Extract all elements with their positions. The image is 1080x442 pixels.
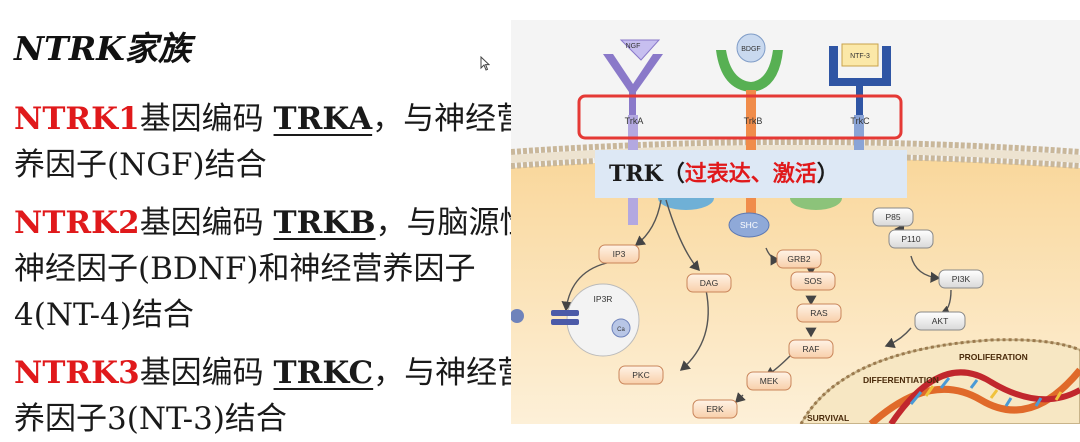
node-akt xyxy=(914,311,966,331)
signaling-pathway-diagram: NGF BDGF NTF-3 TrkA TrkB TrkC TRK（过表达、激活… xyxy=(511,20,1080,424)
item-line: NTRK2基因编码 TRKB，与脑源性 xyxy=(14,200,531,246)
node-pkc xyxy=(618,365,664,385)
gene-name: NTRK1 xyxy=(14,101,140,137)
node-sos xyxy=(790,271,836,291)
gene-name: NTRK3 xyxy=(14,355,140,391)
ligand-label: NGF xyxy=(626,43,641,50)
slide-title: NTRK家族 xyxy=(14,29,191,68)
node-ip3 xyxy=(598,244,640,264)
node-pi3k xyxy=(938,269,984,289)
item-text: 基因编码 xyxy=(139,101,274,137)
node-p110 xyxy=(888,229,934,249)
pathway-nodes: SHC P85 P110 IP3 GRB2 DAG SOS PI3K RAS I… xyxy=(511,207,984,419)
outcome-label: SURVIVAL xyxy=(807,413,849,423)
protein-name: TRKB xyxy=(273,205,376,241)
outcome-label: PROLIFERATION xyxy=(959,352,1028,362)
ligand-label: BDGF xyxy=(741,46,760,53)
item-text: ，与脑源性 xyxy=(375,205,531,241)
svg-text:P85: P85 xyxy=(885,212,900,222)
receptor-label: TrkC xyxy=(850,116,870,126)
trk-banner xyxy=(595,150,907,198)
svg-text:PI3K: PI3K xyxy=(952,274,971,284)
item-line: NTRK1基因编码 TRKA，与神经营 xyxy=(14,96,527,142)
pathway-figure: NGF BDGF NTF-3 TrkA TrkB TrkC TRK（过表达、激活… xyxy=(511,20,1080,424)
item-text: ，与神经营 xyxy=(373,355,529,391)
item-text: 基因编码 xyxy=(139,355,274,391)
svg-text:AKT: AKT xyxy=(932,316,949,326)
outcome-label: DIFFERENTIATION xyxy=(863,375,939,385)
ligand-label: NTF-3 xyxy=(850,53,870,60)
item-ntrk1: NTRK1基因编码 TRKA，与神经营 养因子(NGF)结合 xyxy=(14,96,527,188)
item-ntrk3: NTRK3基因编码 TRKC，与神经营 养因子3(NT-3)结合 xyxy=(14,350,528,442)
svg-text:DAG: DAG xyxy=(700,278,718,288)
receptor-highlight-box xyxy=(577,94,903,140)
svg-text:P110: P110 xyxy=(901,234,920,244)
svg-text:ERK: ERK xyxy=(706,404,724,414)
text-panel: NTRK家族 NTRK1基因编码 TRKA，与神经营 养因子(NGF)结合 NT… xyxy=(0,0,531,437)
item-line: NTRK3基因编码 TRKC，与神经营 xyxy=(14,350,528,396)
item-line: 神经因子(BDNF)和神经营养因子 xyxy=(14,251,476,287)
svg-text:PKC: PKC xyxy=(632,370,649,380)
svg-text:SOS: SOS xyxy=(804,276,822,286)
node-ras xyxy=(796,303,842,323)
receptor-label: TrkB xyxy=(744,116,763,126)
item-line: 4(NT-4)结合 xyxy=(14,297,194,333)
node-p85 xyxy=(872,207,914,227)
ip3r-channel xyxy=(551,310,579,316)
svg-text:IP3: IP3 xyxy=(613,249,626,259)
node-ca-out xyxy=(511,309,524,323)
node-mek xyxy=(746,371,792,391)
item-ntrk2: NTRK2基因编码 TRKB，与脑源性 神经因子(BDNF)和神经营养因子 4(… xyxy=(14,200,531,338)
svg-text:Ca: Ca xyxy=(617,327,625,333)
item-text: 基因编码 xyxy=(139,205,274,241)
item-text: ，与神经营 xyxy=(372,101,528,137)
svg-text:IP3R: IP3R xyxy=(594,294,613,304)
svg-text:RAS: RAS xyxy=(810,308,828,318)
mouse-cursor-icon xyxy=(480,56,490,71)
svg-text:MEK: MEK xyxy=(760,376,779,386)
item-line: 养因子3(NT-3)结合 xyxy=(14,401,287,437)
item-line: 养因子(NGF)结合 xyxy=(14,147,267,183)
node-raf xyxy=(788,339,834,359)
protein-name: TRKA xyxy=(273,101,373,137)
node-dag xyxy=(686,273,732,293)
receptor-label: TrkA xyxy=(625,116,644,126)
node-erk xyxy=(692,399,738,419)
node-shc xyxy=(728,212,770,238)
node-ca xyxy=(611,318,631,338)
nucleus xyxy=(799,338,1080,424)
svg-text:GRB2: GRB2 xyxy=(787,254,810,264)
protein-name: TRKC xyxy=(273,355,374,391)
trk-banner-text: TRK（过表达、激活） xyxy=(609,161,839,187)
gene-name: NTRK2 xyxy=(14,205,140,241)
dna-helix-icon xyxy=(868,367,1080,424)
node-grb2 xyxy=(776,249,822,269)
svg-text:RAF: RAF xyxy=(803,344,820,354)
svg-text:SHC: SHC xyxy=(740,220,758,230)
